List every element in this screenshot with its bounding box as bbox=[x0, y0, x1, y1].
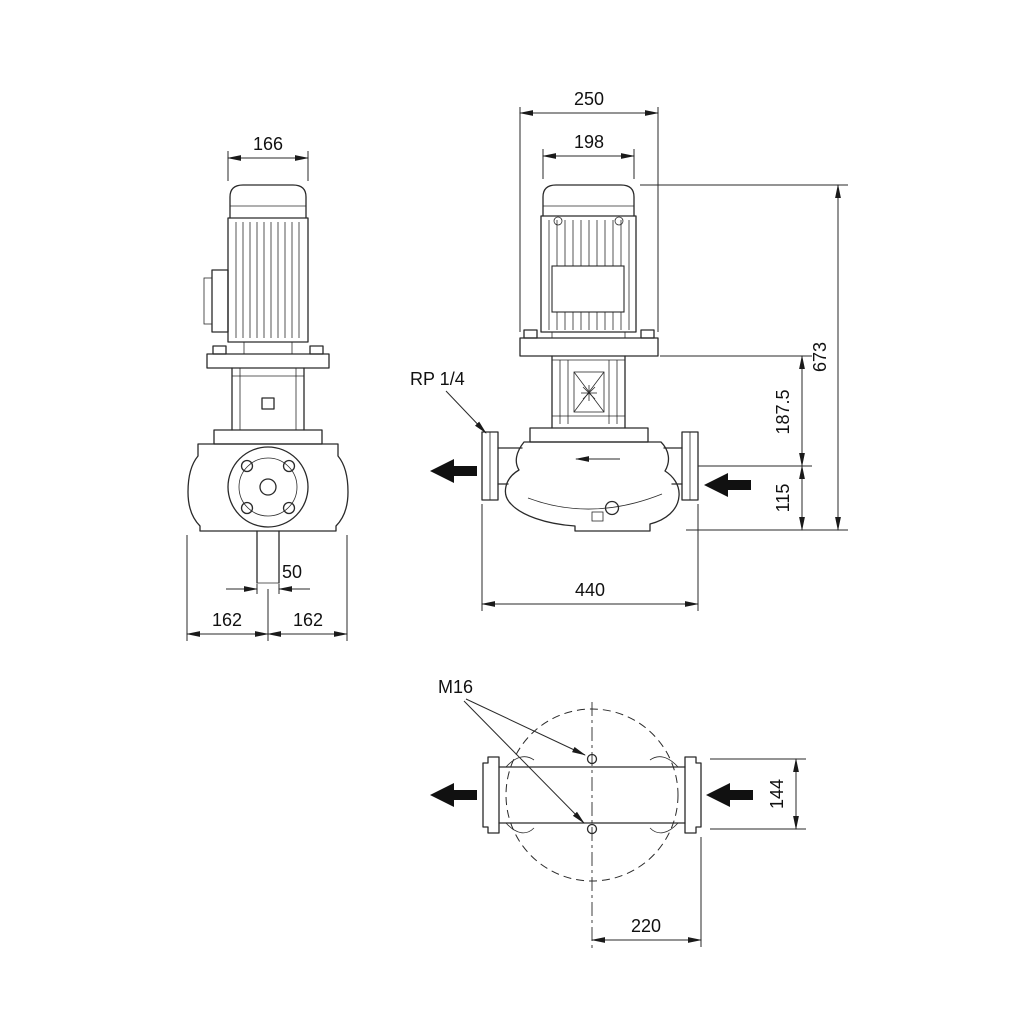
dim-440: 440 bbox=[575, 580, 605, 600]
side-motor bbox=[519, 184, 659, 357]
front-lantern bbox=[213, 367, 323, 445]
top-view: M16 144 220 bbox=[430, 677, 806, 948]
front-view: 166 50 162 162 bbox=[186, 134, 349, 641]
flange-bolt-hole bbox=[282, 501, 296, 515]
port-bore bbox=[259, 478, 277, 496]
stool-flange bbox=[519, 337, 659, 357]
discharge-flange-top bbox=[482, 756, 500, 834]
label-m16: M16 bbox=[438, 677, 473, 697]
suction-flange-top bbox=[684, 756, 702, 834]
dim-198: 198 bbox=[574, 132, 604, 152]
seal-flange bbox=[529, 427, 649, 443]
dim-50: 50 bbox=[282, 562, 302, 582]
dim-220: 220 bbox=[631, 916, 661, 936]
lifting-eye bbox=[614, 216, 624, 226]
port-flange-circle bbox=[227, 446, 309, 528]
flow-arrow-out bbox=[430, 783, 477, 807]
flow-arrow-in bbox=[706, 783, 753, 807]
front-motor-stool bbox=[206, 345, 330, 369]
rp14-leader bbox=[445, 390, 487, 434]
stool-bolt-left bbox=[212, 345, 227, 355]
coupling-guard-window bbox=[573, 371, 605, 413]
side-dimensions: 250 198 673 187.5 115 440 bbox=[481, 89, 848, 611]
stool-bolt-right bbox=[309, 345, 324, 355]
stool-flange bbox=[206, 353, 330, 369]
flange-bolt-hole bbox=[240, 501, 254, 515]
coupling-star bbox=[581, 385, 597, 401]
motor-body bbox=[540, 215, 637, 333]
volute-outline bbox=[504, 441, 680, 532]
nameplate bbox=[551, 265, 625, 313]
dim-144: 144 bbox=[767, 779, 787, 809]
volute-outline bbox=[187, 443, 349, 532]
dim-250: 250 bbox=[574, 89, 604, 109]
lifting-eye bbox=[553, 216, 563, 226]
m16-bolt-hole-top bbox=[586, 753, 598, 765]
flange-bolt-hole bbox=[282, 459, 296, 473]
front-dimensions: 166 50 162 162 bbox=[186, 134, 348, 641]
terminal-box-cover bbox=[203, 277, 213, 325]
side-volute bbox=[481, 431, 699, 532]
tapping-callout: RP 1/4 bbox=[410, 369, 487, 434]
port-raised-face bbox=[238, 457, 298, 517]
flange-bolt-hole bbox=[240, 459, 254, 473]
dim-673: 673 bbox=[810, 342, 830, 372]
seal-flange bbox=[213, 429, 323, 445]
fan-cover bbox=[542, 184, 635, 217]
drain-plug bbox=[604, 500, 620, 516]
motor-outline-dashed bbox=[505, 708, 679, 882]
flow-arrow-out bbox=[430, 459, 477, 483]
m16-leader-bottom bbox=[463, 700, 585, 824]
flow-arrow-in bbox=[704, 473, 751, 497]
side-coupling-lantern bbox=[529, 355, 649, 443]
m16-bolt-hole-bottom bbox=[586, 823, 598, 835]
stool-bolt-right bbox=[640, 329, 655, 339]
dim-166: 166 bbox=[253, 134, 283, 154]
top-body bbox=[482, 753, 702, 835]
motor-body bbox=[227, 217, 309, 343]
motor-fins bbox=[235, 222, 300, 338]
front-volute bbox=[187, 443, 349, 584]
terminal-box bbox=[211, 269, 229, 333]
stool-bolt-left bbox=[523, 329, 538, 339]
dim-162-right: 162 bbox=[293, 610, 323, 630]
top-dimensions: 144 220 bbox=[591, 758, 806, 947]
front-motor bbox=[203, 184, 309, 354]
label-rp14: RP 1/4 bbox=[410, 369, 465, 389]
dim-162-left: 162 bbox=[212, 610, 242, 630]
bolt-callout: M16 bbox=[438, 677, 586, 824]
m16-leader-top bbox=[465, 698, 586, 756]
side-view: RP 1/4 250 198 673 187.5 1 bbox=[410, 89, 848, 611]
dim-187-5: 187.5 bbox=[773, 389, 793, 434]
vent-plug bbox=[261, 397, 275, 410]
dim-115: 115 bbox=[773, 484, 793, 513]
fan-cover bbox=[229, 184, 307, 219]
